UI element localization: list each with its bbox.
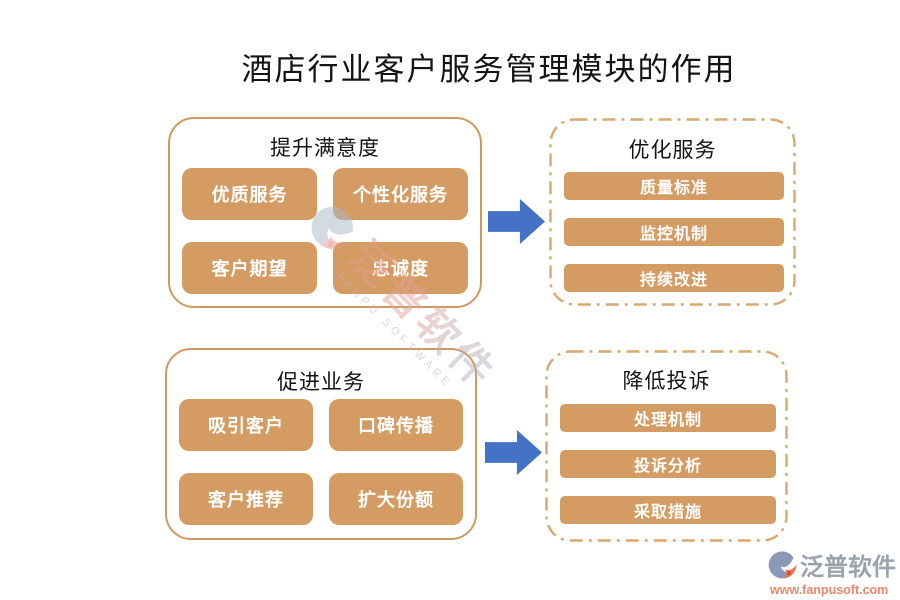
page-title: 酒店行业客户服务管理模块的作用 bbox=[241, 52, 737, 87]
arrow-right-icon bbox=[488, 199, 545, 244]
footer-url: www.fanpusoft.com bbox=[770, 583, 889, 597]
item-continuous-improvement: 持续改进 bbox=[564, 264, 784, 292]
footer-logo: 泛普软件 www.fanpusoft.com bbox=[768, 547, 900, 597]
item-customer-expectation: 客户期望 bbox=[182, 242, 317, 294]
item-monitoring-mechanism: 监控机制 bbox=[564, 218, 784, 246]
item-loyalty: 忠诚度 bbox=[333, 242, 468, 294]
item-take-measures: 采取措施 bbox=[560, 496, 776, 524]
panel-promote-business-grid: 吸引客户 口碑传播 客户推荐 扩大份额 bbox=[179, 399, 463, 525]
panel-satisfaction-title: 提升满意度 bbox=[270, 136, 380, 160]
item-quality-service: 优质服务 bbox=[182, 168, 317, 220]
item-expand-share: 扩大份额 bbox=[329, 473, 463, 525]
item-word-of-mouth: 口碑传播 bbox=[329, 399, 463, 451]
item-handling-mechanism: 处理机制 bbox=[560, 404, 776, 432]
panel-reduce-complaints: 降低投诉 处理机制 投诉分析 采取措施 bbox=[545, 350, 788, 542]
item-customer-referral: 客户推荐 bbox=[179, 473, 313, 525]
item-personalized-service: 个性化服务 bbox=[333, 168, 468, 220]
panel-reduce-complaints-bars: 处理机制 投诉分析 采取措施 bbox=[560, 404, 776, 542]
panel-reduce-complaints-title: 降低投诉 bbox=[622, 369, 711, 393]
arrow-right-icon bbox=[485, 430, 542, 475]
footer-brand: 泛普软件 bbox=[800, 555, 896, 581]
panel-optimize-service: 优化服务 质量标准 监控机制 持续改进 bbox=[549, 118, 796, 306]
panel-optimize-service-bars: 质量标准 监控机制 持续改进 bbox=[564, 172, 784, 310]
panel-satisfaction: 提升满意度 优质服务 个性化服务 客户期望 忠诚度 bbox=[168, 117, 482, 308]
item-attract-customers: 吸引客户 bbox=[179, 399, 313, 451]
panel-optimize-service-title: 优化服务 bbox=[628, 138, 717, 162]
fanpu-logo-icon bbox=[768, 550, 797, 578]
item-quality-standard: 质量标准 bbox=[564, 172, 784, 200]
panel-promote-business-title: 促进业务 bbox=[277, 370, 365, 394]
panel-satisfaction-grid: 优质服务 个性化服务 客户期望 忠诚度 bbox=[182, 168, 468, 294]
panel-promote-business: 促进业务 吸引客户 口碑传播 客户推荐 扩大份额 bbox=[165, 348, 477, 540]
item-complaint-analysis: 投诉分析 bbox=[560, 450, 776, 478]
